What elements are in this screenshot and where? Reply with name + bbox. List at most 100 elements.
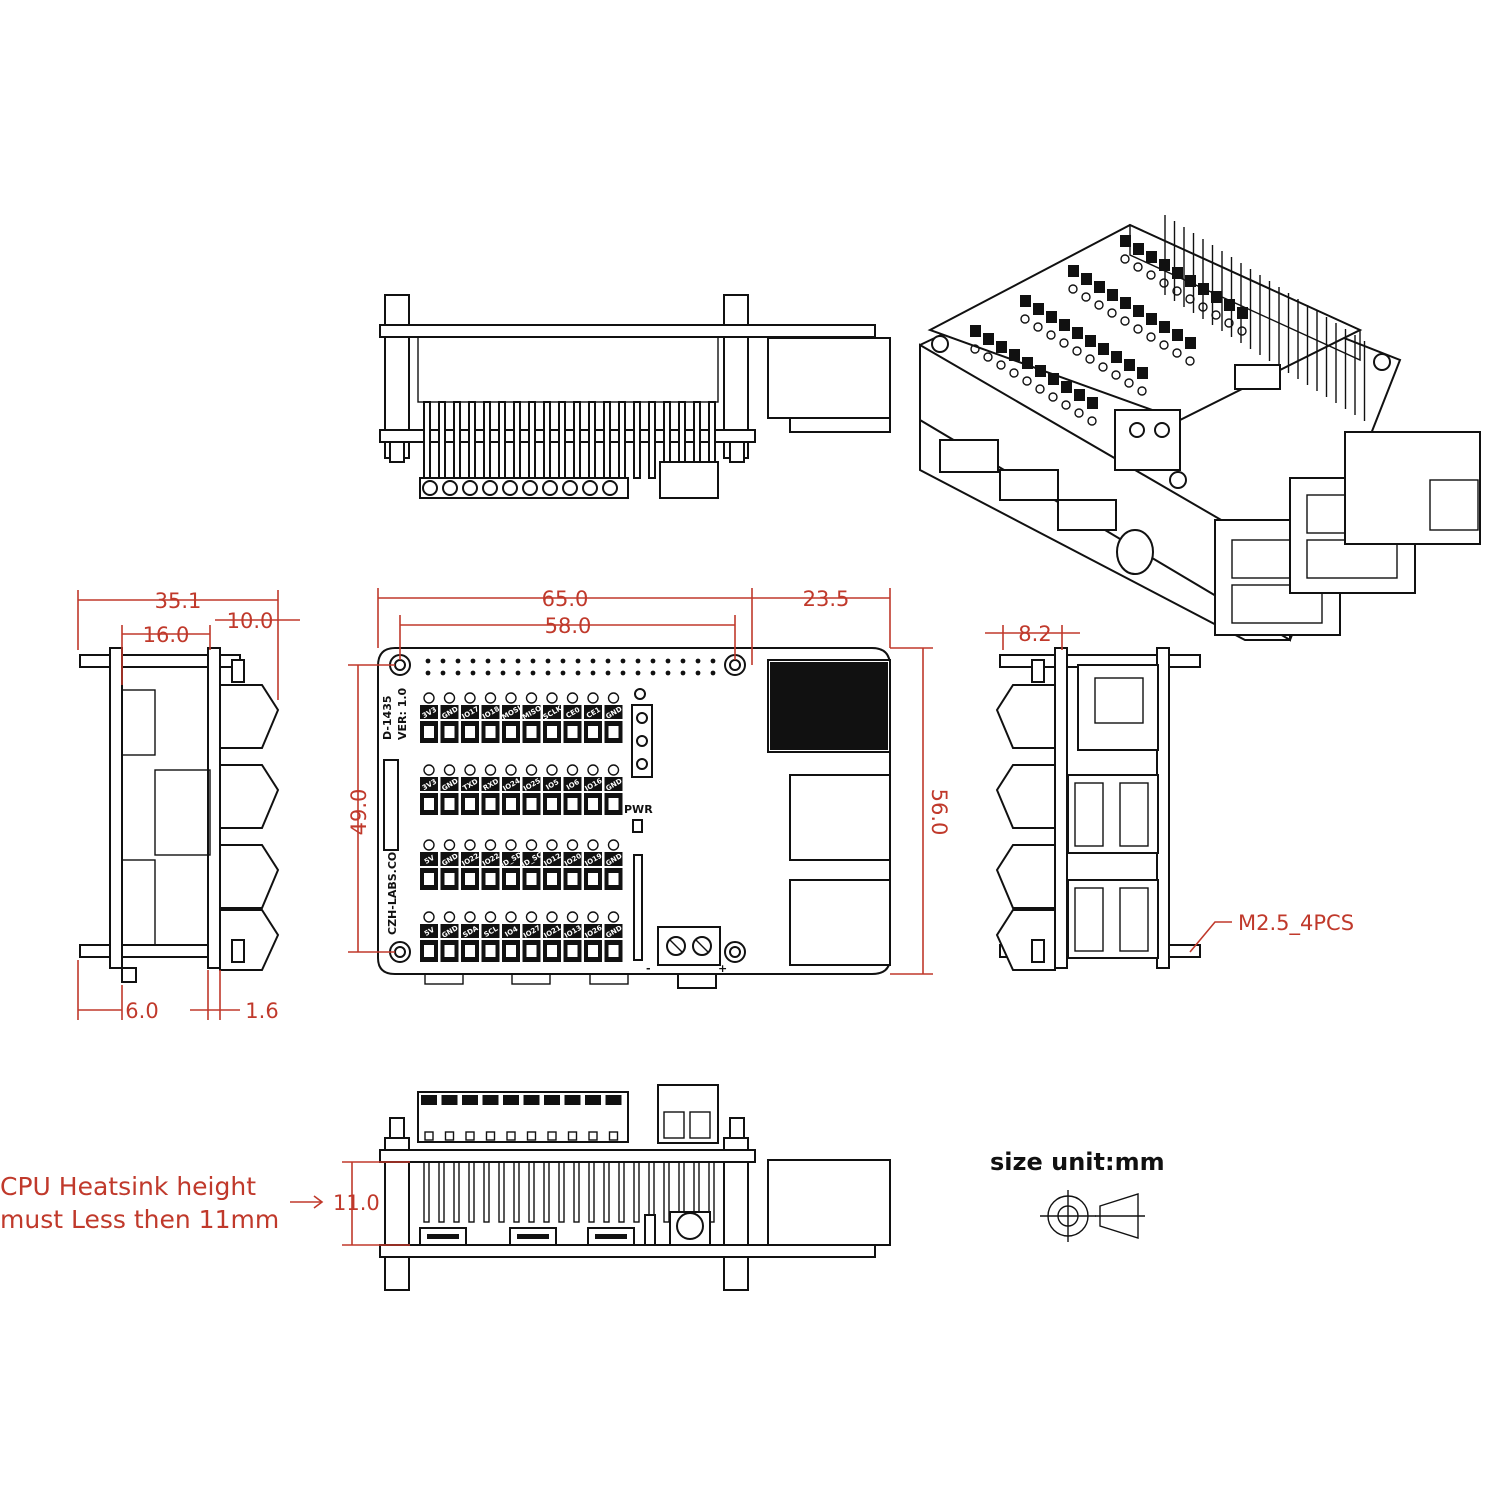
dim-overhang: 23.5 <box>803 587 850 611</box>
right-side-view <box>995 647 1201 971</box>
terminal-screw-icon <box>1146 270 1156 280</box>
terminal-screw-icon <box>970 344 980 354</box>
terminal-screw-icon <box>423 911 435 923</box>
header-pin <box>573 1161 580 1223</box>
pin-label-bg <box>522 924 541 938</box>
terminal-minus: - <box>646 962 651 975</box>
header-pin <box>635 658 641 664</box>
header-pin <box>483 1161 490 1223</box>
terminal-block <box>1081 273 1092 285</box>
terminal-block <box>1120 297 1131 309</box>
terminal-screw-icon <box>484 692 497 704</box>
terminal-block <box>1172 329 1183 341</box>
terminal-plus: + <box>718 962 727 975</box>
header-pin <box>453 1161 460 1223</box>
terminal-block <box>1159 259 1170 271</box>
terminal-block <box>1185 337 1196 349</box>
pin-label-bg <box>584 852 602 866</box>
terminal-opening <box>567 873 578 885</box>
left-side-view <box>79 647 280 983</box>
terminal-screw-icon <box>1068 284 1078 294</box>
terminal-screw-icon <box>1172 348 1182 358</box>
terminal-screw-icon <box>542 480 558 496</box>
terminal-opening <box>608 873 619 885</box>
terminal-screw-icon <box>1085 354 1095 364</box>
header-pin <box>470 670 476 676</box>
terminal-screw-icon <box>502 480 518 496</box>
terminal-screw-icon <box>546 839 558 851</box>
header-pin <box>560 658 566 664</box>
terminal-screw-icon <box>443 692 456 704</box>
terminal-screw-icon <box>566 692 579 704</box>
terminal-opening <box>506 1131 516 1141</box>
terminal-screw-icon <box>1033 322 1043 332</box>
terminal-screw-icon <box>1172 286 1182 296</box>
header-pin <box>485 670 491 676</box>
header-pin <box>708 1161 715 1223</box>
terminal-screw-icon <box>544 1095 560 1105</box>
pin-label-bg <box>481 924 500 938</box>
terminal-screw-icon <box>1081 292 1091 302</box>
header-pin <box>500 670 506 676</box>
terminal-screw-icon <box>1133 262 1143 272</box>
pin-label-bg <box>584 924 602 938</box>
header-pin <box>455 658 461 664</box>
header-pin <box>498 401 506 479</box>
pin-label-bg <box>543 777 561 791</box>
terminal-opening <box>547 945 557 957</box>
terminal-opening <box>608 945 619 957</box>
terminal-screw-icon <box>484 764 497 776</box>
header-pin <box>440 658 446 664</box>
terminal-opening <box>608 1131 619 1141</box>
header-pin <box>588 1161 595 1223</box>
terminal-block <box>1211 291 1222 303</box>
terminal-screw-icon <box>1237 326 1247 336</box>
terminal-screw-icon <box>505 911 517 923</box>
pin-label-bg <box>502 924 520 938</box>
heatsink-dimension <box>290 1161 410 1246</box>
terminal-screw-icon <box>482 480 498 496</box>
header-pin <box>515 658 521 664</box>
dim-left-body: 16.0 <box>143 623 190 647</box>
terminal-block <box>1048 373 1059 385</box>
terminal-block <box>1072 327 1083 339</box>
terminal-screw-icon <box>605 1095 622 1105</box>
terminal-screw-icon <box>996 360 1006 370</box>
terminal-opening <box>444 1131 455 1141</box>
terminal-screw-icon <box>1224 318 1234 328</box>
terminal-screw-icon <box>1159 340 1169 350</box>
terminal-block <box>1124 359 1135 371</box>
terminal-block <box>1035 365 1046 377</box>
pin-label-bg <box>563 777 582 791</box>
header-pin <box>575 658 581 664</box>
terminal-opening <box>444 726 455 738</box>
header-pin <box>498 1161 505 1223</box>
terminal-screw-icon <box>522 480 538 496</box>
terminal-opening <box>588 945 598 957</box>
header-pin <box>453 401 461 479</box>
terminal-screw-icon <box>602 480 618 496</box>
header-pin <box>633 1161 640 1223</box>
terminal-screw-icon <box>566 764 579 776</box>
terminal-screw-icon <box>525 911 538 923</box>
left-dimension-lines <box>77 590 300 1020</box>
pin-label-bg <box>563 924 582 938</box>
header-pin <box>483 401 491 479</box>
terminal-screw-icon <box>525 839 538 851</box>
terminal-opening <box>588 798 598 810</box>
pin-label-bg <box>440 705 459 719</box>
terminal-block <box>983 333 994 345</box>
terminal-opening <box>444 873 455 885</box>
terminal-opening <box>424 726 434 738</box>
heatsink-note-line1: CPU Heatsink height <box>0 1172 256 1201</box>
terminal-screw-icon <box>462 1095 478 1105</box>
terminal-screw-icon <box>484 911 497 923</box>
screws-label: M2.5_4PCS <box>1238 911 1354 936</box>
terminal-block <box>1098 343 1109 355</box>
pin-label-bg <box>604 852 623 866</box>
header-pin <box>440 670 446 676</box>
terminal-block <box>1087 397 1098 409</box>
terminal-opening <box>547 726 557 738</box>
pin-label-bg <box>461 852 479 866</box>
